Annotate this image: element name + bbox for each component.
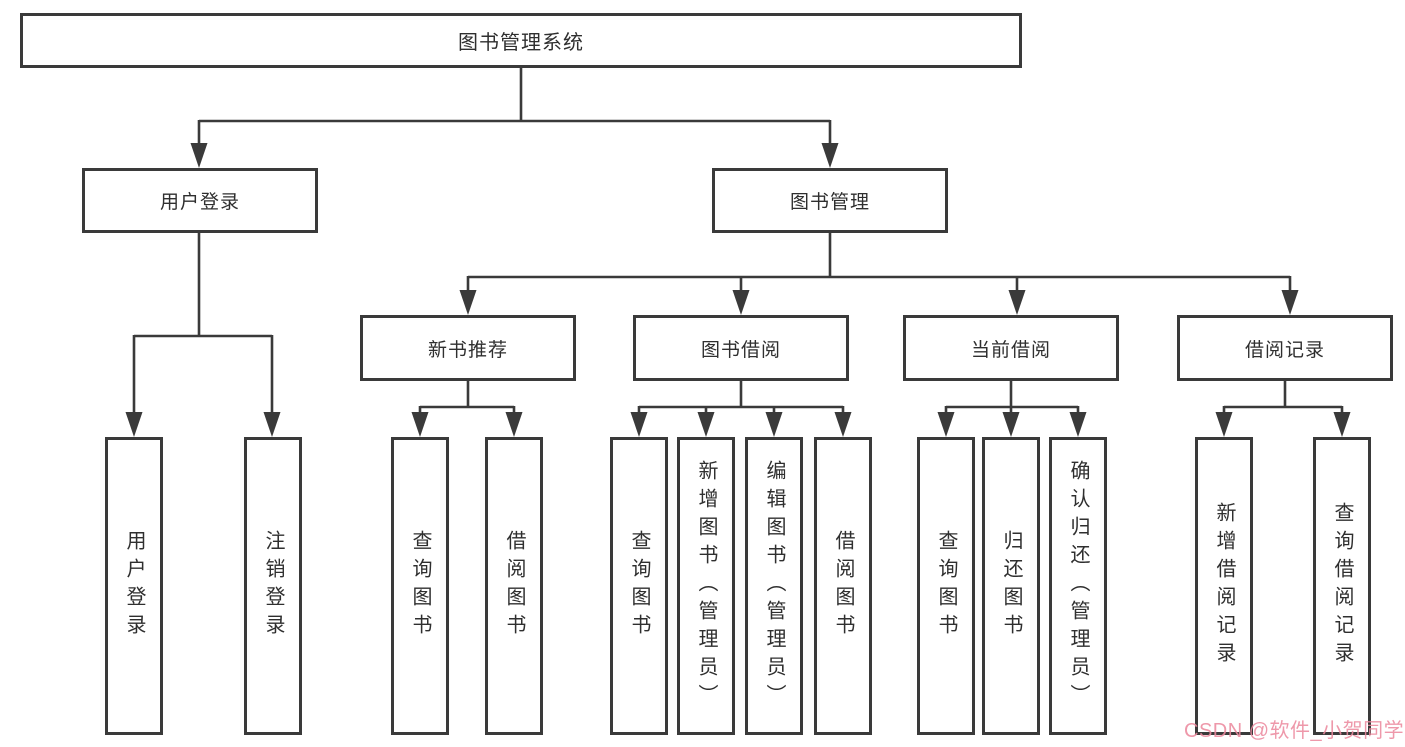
- node-user-login: 用户登录: [82, 168, 318, 233]
- node-borrow-records: 借阅记录: [1177, 315, 1393, 381]
- node-leaf-borrow-books: 借阅图书: [485, 437, 543, 735]
- node-label: 查询图书: [409, 530, 431, 642]
- node-label: 借阅图书: [503, 530, 525, 642]
- node-label: 确认归还（管理员）: [1067, 460, 1089, 712]
- node-leaf-user-login: 用户登录: [105, 437, 163, 735]
- node-label: 查询图书: [935, 530, 957, 642]
- node-leaf-add-books-admin: 新增图书（管理员）: [677, 437, 735, 735]
- node-leaf-current-query-books: 查询图书: [917, 437, 975, 735]
- node-leaf-query-books: 查询图书: [391, 437, 449, 735]
- node-current-borrow: 当前借阅: [903, 315, 1119, 381]
- node-leaf-borrow-query-books: 查询图书: [610, 437, 668, 735]
- node-label: 归还图书: [1000, 530, 1022, 642]
- node-label: 借阅图书: [832, 530, 854, 642]
- node-leaf-logout: 注销登录: [244, 437, 302, 735]
- node-label: 用户登录: [123, 530, 145, 642]
- node-leaf-add-borrow-record: 新增借阅记录: [1195, 437, 1253, 735]
- node-label: 查询借阅记录: [1331, 502, 1353, 670]
- node-root: 图书管理系统: [20, 13, 1022, 68]
- node-leaf-confirm-return-admin: 确认归还（管理员）: [1049, 437, 1107, 735]
- node-label: 注销登录: [262, 530, 284, 642]
- node-leaf-borrow-books-2: 借阅图书: [814, 437, 872, 735]
- csdn-watermark: CSDN @软件_小贺同学: [1184, 720, 1405, 742]
- node-label: 新增图书（管理员）: [695, 460, 717, 712]
- node-leaf-query-borrow-record: 查询借阅记录: [1313, 437, 1371, 735]
- node-book-borrow: 图书借阅: [633, 315, 849, 381]
- node-leaf-return-books: 归还图书: [982, 437, 1040, 735]
- node-label: 查询图书: [628, 530, 650, 642]
- node-new-book-recommend: 新书推荐: [360, 315, 576, 381]
- node-label: 新增借阅记录: [1213, 502, 1235, 670]
- node-book-management: 图书管理: [712, 168, 948, 233]
- node-label: 编辑图书（管理员）: [763, 460, 785, 712]
- node-leaf-edit-books-admin: 编辑图书（管理员）: [745, 437, 803, 735]
